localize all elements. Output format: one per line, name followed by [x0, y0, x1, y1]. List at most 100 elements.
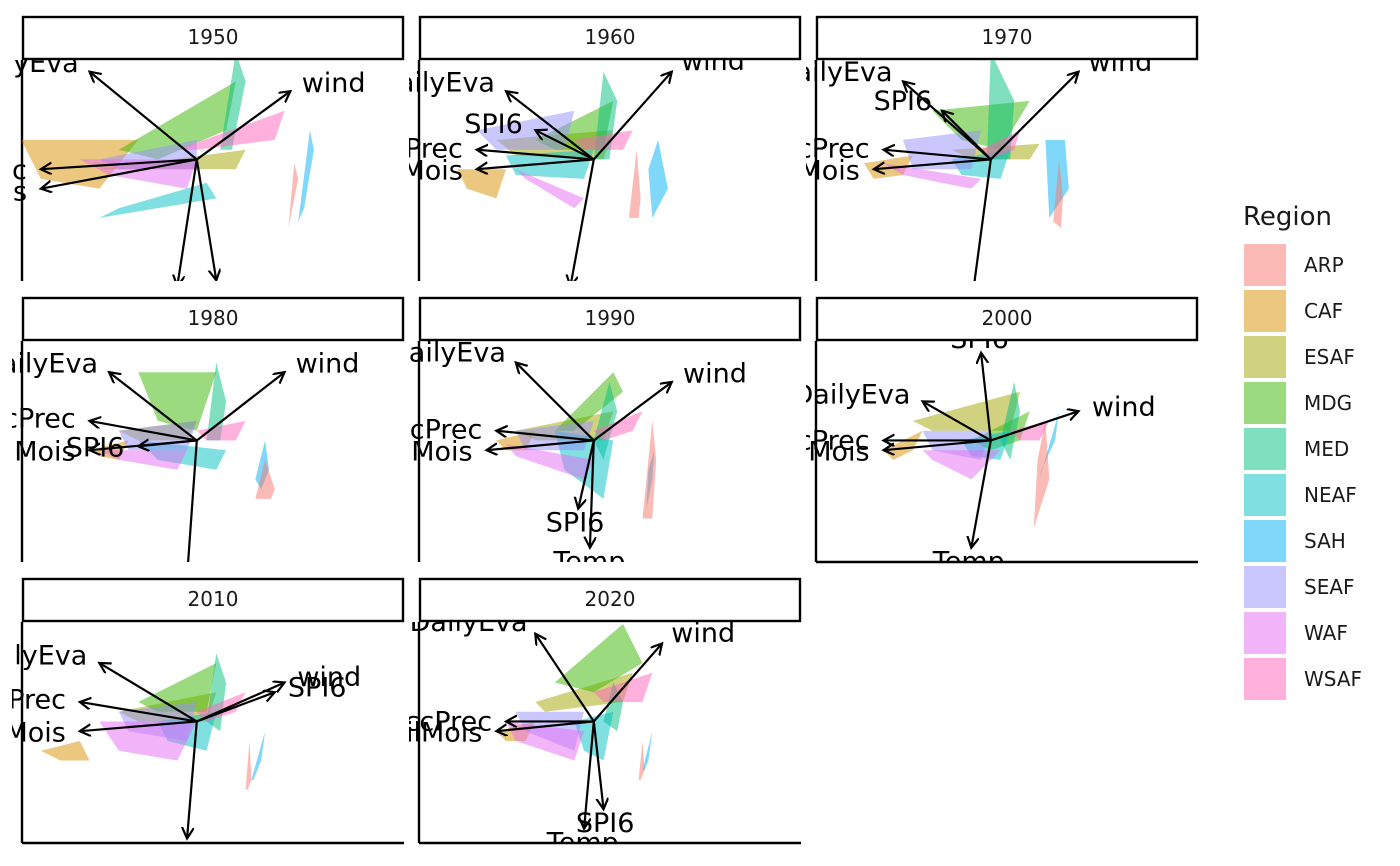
hull-MDG: [138, 663, 217, 712]
facet-1970: 1970DailyEvawindSPI6AccPrecSoilMoisTemp: [750, 15, 1199, 281]
hull-WSAF: [981, 130, 1020, 160]
arrow-wind: [196, 91, 291, 161]
arrow-SoilMois: [477, 158, 594, 169]
facets-layer: 1950DailyEvawindAccPrecSoilMoisTempSPI61…: [0, 15, 1199, 866]
hull-MDG: [138, 372, 217, 431]
arrow-Temp: [187, 721, 198, 838]
arrow-label-SPI6: SPI6: [66, 433, 125, 464]
facet-strip: [418, 577, 802, 623]
arrow-label-AccPrec: AccPrec: [0, 403, 76, 434]
facet-strip: [21, 15, 405, 61]
arrow-label-SoilMois: SoilMois: [750, 155, 860, 186]
hull-SAH: [648, 139, 668, 218]
facet-strip-label: 2000: [982, 306, 1033, 330]
hull-WAF: [515, 169, 584, 209]
arrow-wind: [990, 72, 1079, 161]
hull-SEAF: [903, 130, 981, 170]
arrow-label-Temp: Temp: [546, 828, 619, 859]
arrow-AccPrec: [90, 421, 197, 442]
legend-key-SAH: [1244, 520, 1286, 562]
legend-label-MED: MED: [1304, 437, 1349, 461]
hull-WAF: [883, 163, 981, 189]
facet-strip-label: 1960: [585, 25, 636, 49]
arrow-label-SoilMois: SoilMois: [363, 436, 473, 467]
arrow-Temp: [570, 159, 595, 281]
arrow-Temp: [590, 440, 594, 547]
hull-ARP: [638, 741, 645, 780]
arrow-wind: [196, 372, 285, 442]
legend-title: Region: [1243, 202, 1332, 232]
arrow-label-DailyEva: DailyEva: [775, 57, 893, 88]
legend-key-WSAF: [1244, 658, 1286, 700]
arrow-SPI6: [196, 692, 275, 723]
facet-1950: 1950DailyEvawindAccPrecSoilMoisTempSPI6: [12, 15, 405, 310]
arrow-label-wind: wind: [681, 46, 745, 77]
legend-label-ESAF: ESAF: [1304, 345, 1355, 369]
hull-WSAF: [574, 130, 633, 150]
arrow-label-SPI6: SPI6: [288, 672, 347, 703]
arrow-Temp: [973, 159, 992, 281]
arrow-label-Temp: Temp: [932, 546, 1005, 577]
hull-WAF: [99, 721, 197, 761]
hull-SEAF: [476, 110, 575, 150]
facet-strip: [418, 15, 802, 61]
arrow-label-AccPrec: AccPrec: [764, 425, 869, 456]
arrow-Temp: [584, 721, 595, 828]
hull-NEAF: [99, 182, 217, 218]
arrow-SoilMois: [874, 158, 991, 169]
hull-SAH: [298, 130, 314, 222]
hull-SAH: [642, 731, 653, 771]
arrow-label-SPI6: SPI6: [950, 324, 1009, 355]
arrow-AccPrec: [884, 150, 991, 161]
plot-area: DailyEvawindSPI6AccPrecSoilMoisTemp: [353, 46, 745, 281]
arrow-wind: [593, 382, 672, 442]
plot-area: DailyEvawindAccPrecSoilMoisTempSPI6: [12, 60, 366, 310]
hull-ARP: [642, 420, 657, 519]
arrow-AccPrec: [80, 702, 197, 723]
arrow-DailyEva: [99, 663, 198, 723]
arrow-SPI6: [535, 130, 595, 161]
arrow-label-SPI6: SPI6: [546, 507, 605, 538]
legend-key-CAF: [1244, 290, 1286, 332]
hull-WSAF: [196, 420, 246, 441]
hull-WAF: [922, 450, 1001, 480]
hull-WAF: [506, 444, 594, 480]
hull-WSAF: [593, 411, 643, 441]
arrow-label-AccPrec: AccPrec: [357, 134, 462, 165]
facet-strip: [815, 296, 1199, 342]
arrow-label-SoilMois: SoilMois: [353, 155, 463, 186]
legend-key-MDG: [1244, 382, 1286, 424]
hull-WAF: [506, 721, 584, 761]
arrow-label-DailyEva: DailyEva: [388, 338, 506, 369]
hull-NEAF: [574, 711, 614, 761]
facet-strip-label: 2010: [188, 587, 239, 611]
hull-SAH: [251, 731, 266, 780]
arrow-label-SPI6: SPI6: [874, 86, 933, 117]
hull-CAF: [21, 139, 139, 189]
facet-strip-label: 1970: [982, 25, 1033, 49]
legend-key-WAF: [1244, 612, 1286, 654]
arrow-SPI6: [942, 111, 992, 161]
arrow-label-wind: wind: [1092, 392, 1156, 423]
arrow-label-SPI6: SPI6: [189, 279, 248, 310]
arrow-AccPrec: [41, 158, 197, 169]
hull-CAF: [883, 430, 923, 460]
arrow-SPI6: [578, 440, 595, 508]
arrow-DailyEva: [109, 372, 198, 442]
legend-label-SEAF: SEAF: [1304, 575, 1355, 599]
arrow-SPI6: [592, 721, 604, 809]
facet-strip-label: 1950: [188, 25, 239, 49]
arrow-label-wind: wind: [297, 662, 361, 693]
legend-key-NEAF: [1244, 474, 1286, 516]
legend-label-NEAF: NEAF: [1304, 483, 1357, 507]
arrow-SoilMois: [80, 720, 197, 731]
facet-strip: [815, 15, 1199, 61]
arrow-label-Temp: Temp: [149, 837, 222, 866]
hull-WSAF: [1010, 420, 1050, 441]
arrow-Temp: [971, 440, 992, 547]
arrow-DailyEva: [535, 634, 595, 723]
